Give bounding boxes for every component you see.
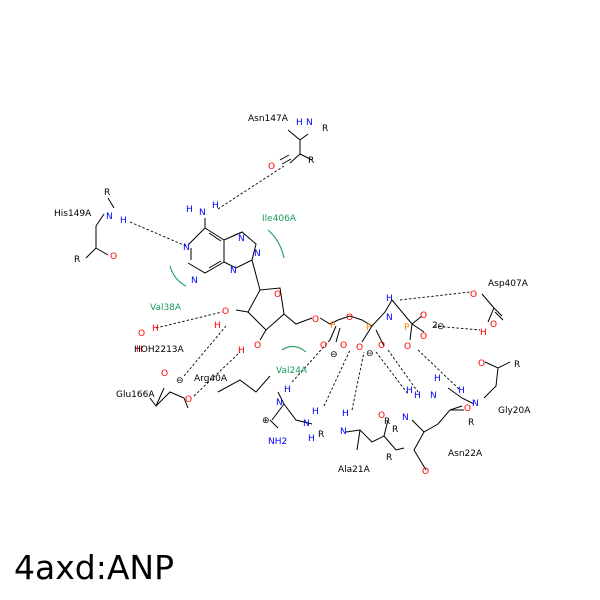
ala21-r: R bbox=[318, 430, 324, 440]
asn147-r2: R bbox=[308, 156, 314, 166]
phosphate-pa: P bbox=[330, 321, 336, 331]
his149-h: H bbox=[120, 216, 127, 226]
ribose-h2: H bbox=[214, 321, 221, 331]
label-gly20: Gly20A bbox=[498, 406, 531, 416]
hydrogen-bonds bbox=[129, 165, 481, 411]
ring-n1: N bbox=[183, 243, 190, 253]
asn22-n2: N bbox=[430, 391, 437, 401]
glu166-minus: ⊖ bbox=[176, 376, 184, 386]
asn22-o1: O bbox=[464, 404, 471, 414]
his149-r: R bbox=[104, 188, 110, 198]
label-glu166: Glu166A bbox=[116, 390, 155, 400]
charge-minus-alpha: ⊖ bbox=[330, 350, 338, 360]
arg40-h1: H bbox=[284, 385, 291, 395]
glu166-o2: O bbox=[185, 395, 192, 405]
phosphate-o5: O bbox=[420, 311, 427, 321]
amine-h2: H bbox=[212, 201, 219, 211]
asn22-o2: O bbox=[422, 467, 429, 477]
phosphate-pg: P bbox=[404, 323, 410, 333]
hoh-o: O bbox=[138, 329, 145, 339]
label-asn147: Asn147A bbox=[248, 114, 289, 124]
arg40-n1: N bbox=[276, 398, 283, 408]
arg40-nh2: NH2 bbox=[268, 437, 287, 447]
phosphate-o7: O bbox=[404, 342, 411, 352]
asn22-h2: H bbox=[434, 374, 441, 384]
phosphate-pb: P bbox=[366, 323, 372, 333]
gly20-h: H bbox=[458, 386, 465, 396]
ribose-o3: O bbox=[254, 341, 261, 351]
amine-h1: H bbox=[186, 205, 193, 215]
arg40-n2: N bbox=[303, 419, 310, 429]
asp407-o1: O bbox=[470, 290, 477, 300]
charge-minus-beta: ⊖ bbox=[366, 349, 374, 359]
label-his149: His149A bbox=[54, 209, 92, 219]
ribose-h3: H bbox=[238, 346, 245, 356]
gly20-o: O bbox=[478, 359, 485, 369]
val24-contact-arc bbox=[281, 345, 307, 353]
label-asp407: Asp407A bbox=[488, 279, 529, 289]
charge-2: 2 bbox=[432, 321, 438, 331]
hoh-h1: H bbox=[152, 324, 159, 334]
asn22-n: N bbox=[402, 413, 409, 423]
asp407-h: H bbox=[480, 328, 487, 338]
label-val24: Val24A bbox=[276, 366, 308, 376]
label-ile406: Ile406A bbox=[262, 214, 297, 224]
amine-n: N bbox=[199, 208, 206, 218]
ala21-h: H bbox=[342, 409, 349, 419]
arg40-h3: H bbox=[308, 434, 315, 444]
label-hoh2213: HOH2213A bbox=[134, 345, 185, 355]
phosphate-n-bridge: N bbox=[386, 313, 393, 323]
glu166-o1: O bbox=[161, 369, 168, 379]
ile406-contact-arc bbox=[267, 229, 285, 259]
arg40-h2: H bbox=[312, 407, 319, 417]
phosphate-o-ab: O bbox=[346, 313, 353, 323]
label-ala21: Ala21A bbox=[338, 465, 371, 475]
structure-id-caption: 4axd:ANP bbox=[14, 548, 174, 587]
residue-labels: Asn147A His149A Ile406A Val38A HOH2213A … bbox=[54, 114, 531, 475]
hydrophobic-contacts bbox=[169, 229, 307, 353]
phosphate-o2: O bbox=[340, 341, 347, 351]
ribose-o2: O bbox=[222, 307, 229, 317]
asp407-o2: O bbox=[490, 320, 497, 330]
atom-labels: N H R R O R N H R O N H H N N N N N O O … bbox=[74, 118, 520, 477]
label-asn22: Asn22A bbox=[448, 449, 483, 459]
asn147-n: N bbox=[306, 118, 313, 128]
gly20-n: N bbox=[472, 399, 479, 409]
arg40-plus: ⊕ bbox=[262, 416, 270, 426]
bonds bbox=[85, 129, 511, 471]
asn22-r2: R bbox=[392, 425, 398, 435]
ala21-n: N bbox=[340, 427, 347, 437]
hoh-h2: H bbox=[136, 345, 143, 355]
gly20-r2: R bbox=[514, 360, 520, 370]
asn22-h: H bbox=[406, 386, 413, 396]
charge-minus-gamma: ⊖ bbox=[437, 322, 445, 332]
asn147-o: O bbox=[268, 162, 275, 172]
ala21-r2: R bbox=[386, 453, 392, 463]
ring-n-pos: N bbox=[254, 249, 261, 259]
label-arg40: Arg40A bbox=[194, 374, 228, 384]
ring-n7: N bbox=[238, 234, 245, 244]
asn147-r1: R bbox=[322, 124, 328, 134]
phosphate-o1: O bbox=[320, 341, 327, 351]
ring-n9: N bbox=[230, 266, 237, 276]
asn147-h: H bbox=[296, 118, 303, 128]
his149-r2: R bbox=[74, 255, 80, 265]
his149-n: N bbox=[106, 212, 113, 222]
asn22-r: R bbox=[384, 417, 390, 427]
his149-o: O bbox=[110, 252, 117, 262]
asn22-h3: H bbox=[414, 391, 421, 401]
phosphate-o4: O bbox=[378, 341, 385, 351]
phosphate-h-bridge: H bbox=[386, 294, 393, 304]
ribose-o5: O bbox=[312, 315, 319, 325]
gly20-r: R bbox=[468, 418, 474, 428]
ala21-o: O bbox=[378, 411, 385, 421]
label-val38: Val38A bbox=[150, 303, 182, 313]
phosphate-o6: O bbox=[420, 332, 427, 342]
ring-n3: N bbox=[191, 276, 198, 286]
phosphate-o3: O bbox=[356, 343, 363, 353]
ribose-o4: O bbox=[274, 290, 281, 300]
val38-contact-arc bbox=[169, 265, 187, 287]
